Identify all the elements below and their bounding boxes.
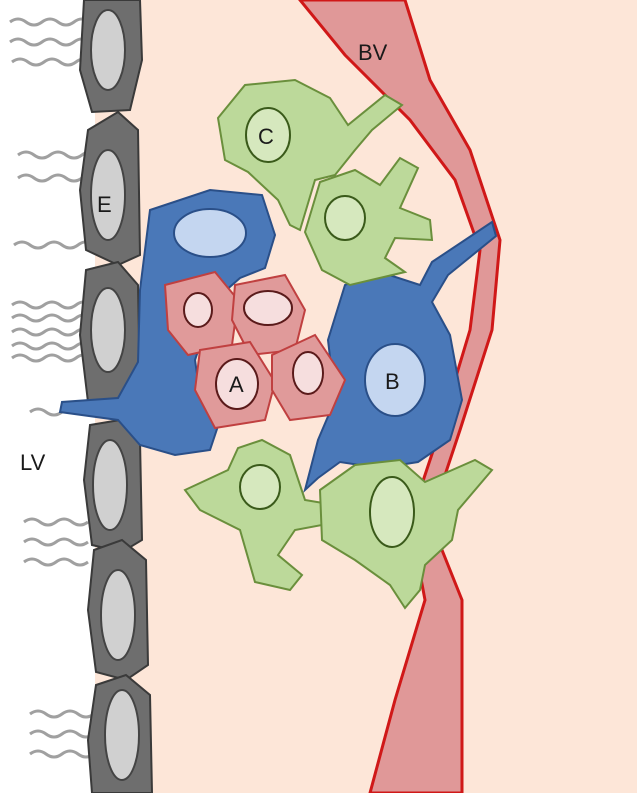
- blue-cell-left-nucleus: [174, 209, 246, 257]
- label-cell-b: B: [385, 369, 400, 394]
- label-blood-vessel: BV: [358, 40, 388, 65]
- red-cell-nucleus: [244, 291, 292, 325]
- endothelial-nucleus: [91, 288, 125, 372]
- red-cell-nucleus: [293, 352, 323, 394]
- red-cell-nucleus: [184, 293, 212, 327]
- lymphatic-lumen: [0, 0, 95, 793]
- label-endothelial-cell: E: [97, 192, 112, 217]
- green-cell-nucleus: [370, 477, 414, 547]
- label-cell-a: A: [229, 372, 244, 397]
- green-cell-nucleus: [325, 196, 365, 240]
- label-lymphatic-vessel: LV: [20, 450, 46, 475]
- endothelial-nucleus: [91, 10, 125, 90]
- endothelial-nucleus: [105, 690, 139, 780]
- green-cell-nucleus: [240, 465, 280, 509]
- endothelial-nucleus: [101, 570, 135, 660]
- label-cell-c: C: [258, 124, 274, 149]
- endothelial-nucleus: [93, 440, 127, 530]
